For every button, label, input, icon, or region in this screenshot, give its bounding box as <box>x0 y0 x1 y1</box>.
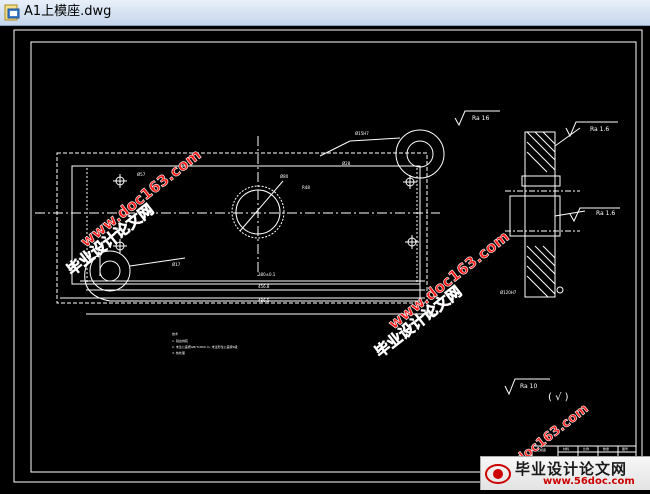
notes-line2: 2. 未注公差按GB/T1804-m, 未注形位公差按K级 <box>172 344 238 349</box>
roughness-labels: Ra 16 Ra 1.6 Ra 1.6 Ra 10 ( √ ) <box>472 115 615 403</box>
title-bar: A1上模座.dwg <box>0 0 650 26</box>
dim-d3: R48 <box>302 185 310 190</box>
notes-line1: 1. 锐边倒钝 <box>172 338 188 343</box>
footer-logo-banner: 毕业设计论文网 www.56doc.com <box>480 456 650 490</box>
inner-border <box>30 41 637 473</box>
roughness-symbols <box>454 110 620 396</box>
roughness-top-right: Ra 1.6 <box>590 126 609 133</box>
side-section-view <box>505 127 586 298</box>
outer-border <box>13 29 643 483</box>
dim-overall1: 380±0.1 <box>258 272 276 277</box>
footer-logo-title: 毕业设计论文网 <box>515 460 628 478</box>
title-block-cell-4: 图号 <box>622 446 628 451</box>
title-block-cell-3: 数量 <box>603 446 609 451</box>
roughness-mid-right: Ra 1.6 <box>596 210 615 217</box>
footer-logo-url: www.56doc.com <box>543 476 635 487</box>
title-block-cell-2: 比例 <box>583 446 589 451</box>
site-logo-icon <box>485 464 511 484</box>
title-block-text: 上模座 材料 比例 数量 图号 <box>537 446 628 452</box>
title-block-cell-1: 材料 <box>563 446 569 451</box>
dim-d6: Ø17 <box>172 262 181 267</box>
dim-side: Ø120H7 <box>500 290 517 295</box>
cad-drawing: Ø57 Ø80 R48 Ø28 Ø15H7 Ø17 380±0.1 456.8 … <box>13 29 643 492</box>
dim-d2: Ø80 <box>280 174 289 179</box>
drawing-canvas[interactable]: Ø57 Ø80 R48 Ø28 Ø15H7 Ø17 380±0.1 456.8 … <box>0 26 650 492</box>
roughness-top-left: Ra 16 <box>472 115 489 122</box>
title-block-part-name: 上模座 <box>537 447 546 452</box>
dwg-file-icon <box>4 4 20 21</box>
notes-line3: 3. 热处理 <box>172 350 185 355</box>
dim-d4: Ø28 <box>342 161 351 166</box>
window-title: A1上模座.dwg <box>24 4 112 19</box>
watermark-2-url: www.doc163.com <box>385 228 513 333</box>
dimension-labels: Ø57 Ø80 R48 Ø28 Ø15H7 Ø17 380±0.1 456.8 … <box>137 131 369 303</box>
watermark-2: 毕业设计论文网 www.doc163.com <box>371 227 513 361</box>
notes-header: 技术 <box>172 331 178 336</box>
roughness-bottom: Ra 10 <box>520 383 537 390</box>
roughness-bracket: ( √ ) <box>548 392 569 403</box>
watermark-1-url: www.doc163.com <box>77 146 205 251</box>
dim-d5: Ø15H7 <box>355 131 369 136</box>
dim-overall3: 486.5 <box>258 298 270 303</box>
dim-overall2: 456.8 <box>258 284 270 289</box>
dim-d1: Ø57 <box>137 172 146 177</box>
technical-notes: 技术 1. 锐边倒钝 2. 未注公差按GB/T1804-m, 未注形位公差按K级… <box>172 331 238 355</box>
plate-top-view <box>35 129 445 315</box>
